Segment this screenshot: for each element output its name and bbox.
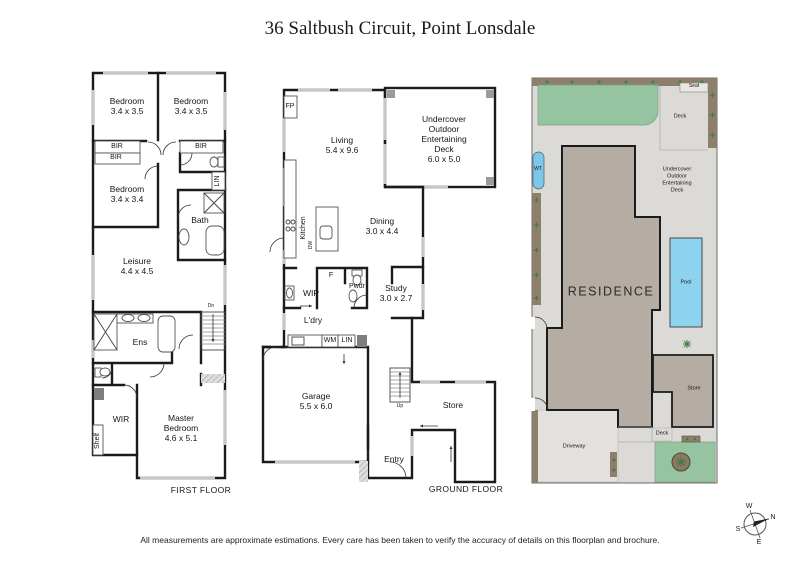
- room-label-entry: Entry: [384, 453, 404, 464]
- pool-shape: [669, 237, 703, 328]
- site-plan: [529, 77, 718, 484]
- label-lin-first-floor: LIN: [213, 175, 221, 187]
- compass-east: E: [756, 538, 762, 546]
- label-fireplace: FP: [285, 102, 295, 110]
- disclaimer-text: All measurements are approximate estimat…: [140, 535, 660, 545]
- driveway-area: [532, 409, 619, 483]
- label-stairs-up: Up: [396, 403, 404, 410]
- first-floor-plan: [91, 71, 227, 480]
- room-label-ens: Ens: [132, 336, 148, 347]
- room-label-master-bedroom: Master Bedroom 4.6 x 5.1: [163, 412, 199, 444]
- room-label-dining: Dining 3.0 x 4.4: [365, 215, 399, 236]
- label-bir-1: BIR: [111, 142, 123, 150]
- compass-north: N: [770, 513, 776, 521]
- room-label-study: Study 3.0 x 2.7: [379, 282, 413, 303]
- site-label-seat: Seat: [688, 83, 700, 90]
- caption-first-floor: FIRST FLOOR: [170, 484, 232, 495]
- store-footprint: [652, 354, 714, 428]
- water-tank: [532, 151, 545, 190]
- compass-circle: [743, 512, 767, 536]
- room-label-bath: Bath: [191, 214, 209, 225]
- room-label-garage: Garage 5.5 x 6.0: [299, 390, 333, 411]
- site-label-deck-bottom: Deck: [655, 430, 669, 437]
- site-label-store: Store: [687, 385, 701, 392]
- site-label-driveway: Driveway: [562, 443, 586, 450]
- site-label-water-tank: WT: [534, 166, 542, 173]
- ground-floor-plan: [261, 86, 497, 484]
- room-label-wir: WIR: [112, 413, 130, 424]
- room-label-wip: WIP: [302, 287, 320, 298]
- room-label-outdoor-deck: Undercover Outdoor Entertaining Deck 6.0…: [421, 113, 467, 165]
- site-label-residence: RESIDENCE: [567, 284, 655, 299]
- compass-west: W: [745, 502, 753, 510]
- compass-rose: [740, 509, 770, 539]
- site-label-entertaining-deck: Undercover Outdoor Entertaining Deck: [662, 166, 692, 193]
- site-label-deck-top: Deck: [673, 113, 687, 120]
- room-label-powder: Pwdr: [349, 282, 365, 290]
- room-label-bedroom-1: Bedroom 3.4 x 3.5: [109, 95, 145, 116]
- label-bir-2: BIR: [110, 153, 122, 161]
- room-label-kitchen: Kitchen: [299, 216, 307, 240]
- seat-shape: [679, 82, 709, 93]
- room-label-store: Store: [442, 399, 464, 410]
- page-title: 36 Saltbush Circuit, Point Lonsdale: [264, 18, 536, 39]
- label-bir-3: BIR: [195, 142, 207, 150]
- compass-south: S: [735, 525, 741, 533]
- label-shelf: Shelf: [93, 433, 101, 449]
- caption-ground-floor: GROUND FLOOR: [428, 483, 504, 494]
- room-label-leisure: Leisure 4.4 x 4.5: [120, 255, 154, 276]
- label-stairs-dn: Dn: [207, 303, 215, 310]
- bench-icon: [681, 435, 701, 443]
- compass-needle: [753, 518, 769, 527]
- label-lin-ground-floor: LIN: [341, 336, 353, 344]
- room-label-laundry: L'dry: [303, 314, 323, 325]
- lawn-top: [537, 84, 659, 126]
- label-dishwasher: DW: [308, 240, 315, 250]
- site-label-pool: Pool: [680, 279, 692, 286]
- label-washing-machine: WM: [323, 336, 337, 344]
- room-label-living: Living 5.4 x 9.6: [325, 134, 359, 155]
- room-label-bedroom-3: Bedroom 3.4 x 3.4: [109, 183, 145, 204]
- room-label-bedroom-2: Bedroom 3.4 x 3.5: [173, 95, 209, 116]
- label-fridge: F: [328, 271, 334, 279]
